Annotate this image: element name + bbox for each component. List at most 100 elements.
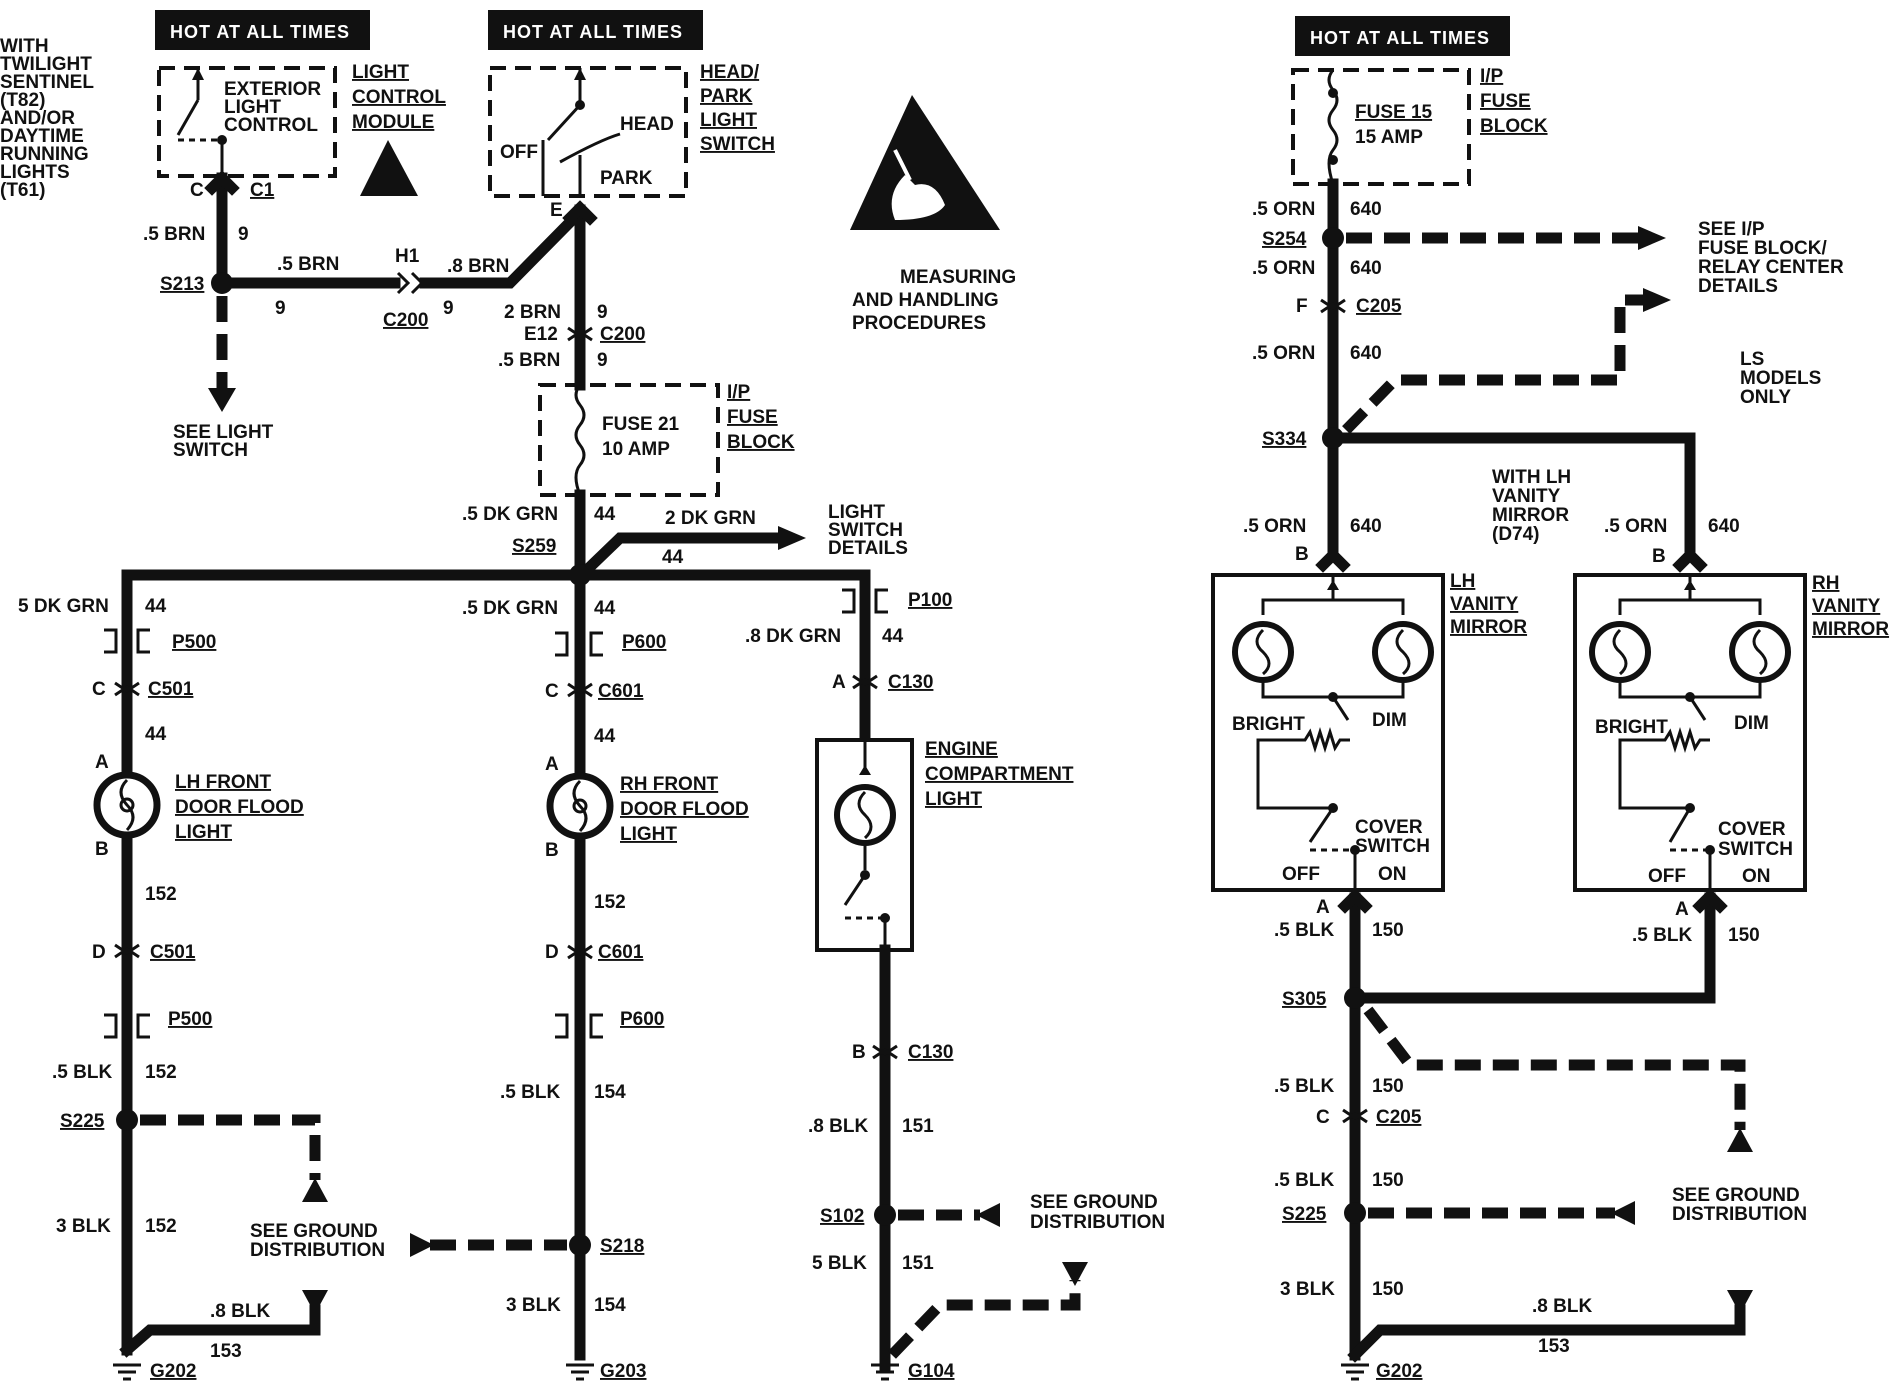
svg-text:SWITCH: SWITCH	[173, 440, 248, 461]
svg-text:E: E	[550, 200, 563, 221]
svg-text:9: 9	[443, 298, 454, 319]
svg-text:S334: S334	[1262, 429, 1307, 450]
svg-text:3 BLK: 3 BLK	[506, 1295, 561, 1316]
svg-text:LH: LH	[1450, 571, 1475, 592]
svg-text:FUSE 15: FUSE 15	[1355, 102, 1433, 123]
svg-text:153: 153	[1538, 1336, 1570, 1357]
head-park-light-switch: HEAD OFF PARK	[488, 66, 688, 198]
svg-text:I/P: I/P	[1480, 66, 1504, 87]
svg-text:.5 DK GRN: .5 DK GRN	[462, 598, 558, 619]
svg-text:FUSE: FUSE	[727, 407, 778, 428]
svg-text:ONLY: ONLY	[1740, 387, 1791, 408]
svg-text:(D74): (D74)	[1492, 524, 1540, 545]
wire-153-right	[1347, 1304, 1746, 1363]
svg-text:.5 ORN: .5 ORN	[1604, 516, 1667, 537]
svg-text:G203: G203	[600, 1361, 646, 1382]
svg-text:10 AMP: 10 AMP	[602, 439, 670, 460]
svg-text:C601: C601	[598, 681, 644, 702]
svg-text:44: 44	[594, 726, 616, 747]
svg-text:AND/OR: AND/OR	[0, 108, 75, 129]
head-park-switch-label: HEAD/ PARK LIGHT SWITCH	[700, 62, 775, 155]
svg-text:152: 152	[145, 884, 177, 905]
svg-text:RH FRONT: RH FRONT	[620, 774, 719, 795]
svg-text:152: 152	[594, 892, 626, 913]
svg-text:.5 DK GRN: .5 DK GRN	[462, 504, 558, 525]
svg-text:.5 BLK: .5 BLK	[52, 1062, 112, 1083]
svg-text:.5 BLK: .5 BLK	[1274, 920, 1334, 941]
svg-text:D: D	[92, 942, 106, 963]
svg-text:C130: C130	[908, 1042, 953, 1063]
svg-text:LIGHT: LIGHT	[828, 502, 885, 523]
svg-text:WITH: WITH	[0, 36, 49, 57]
svg-text:LH FRONT: LH FRONT	[175, 772, 271, 793]
svg-text:C130: C130	[888, 672, 933, 693]
svg-text:.5 BLK: .5 BLK	[500, 1082, 560, 1103]
svg-text:DOOR FLOOD: DOOR FLOOD	[175, 797, 304, 818]
svg-text:ENGINE: ENGINE	[925, 739, 998, 760]
ip-fuse-block-label-b: I/P FUSE BLOCK	[1480, 66, 1548, 137]
g104-ground-branch	[888, 1280, 1081, 1359]
svg-text:G104: G104	[908, 1361, 955, 1382]
svg-text:EXTERIOR: EXTERIOR	[224, 79, 321, 100]
svg-text:151: 151	[902, 1253, 934, 1274]
svg-text:S254: S254	[1262, 229, 1307, 250]
hot-at-all-times-label: HOT AT ALL TIMES	[155, 10, 370, 50]
svg-text:640: 640	[1350, 343, 1382, 364]
svg-text:E12: E12	[524, 324, 558, 345]
svg-text:(T61): (T61)	[0, 180, 45, 201]
svg-text:44: 44	[594, 504, 616, 525]
svg-text:AND HANDLING: AND HANDLING	[852, 290, 999, 311]
wire-150-rh	[1362, 892, 1716, 1004]
svg-text:LIGHT: LIGHT	[175, 822, 232, 843]
svg-text:153: 153	[210, 1341, 242, 1362]
svg-text:LIGHT: LIGHT	[224, 97, 281, 118]
svg-text:150: 150	[1728, 925, 1760, 946]
svg-text:COVER: COVER	[1718, 819, 1786, 840]
rh-vanity-mirror	[1573, 573, 1807, 892]
svg-text:CONTROL: CONTROL	[224, 115, 318, 136]
svg-text:BLOCK: BLOCK	[1480, 116, 1548, 137]
svg-text:S218: S218	[600, 1236, 644, 1257]
svg-text:.5 BLK: .5 BLK	[1632, 925, 1692, 946]
svg-text:B: B	[1295, 544, 1309, 565]
svg-text:C: C	[1316, 1107, 1330, 1128]
fuse-21: FUSE 21 10 AMP	[538, 383, 720, 497]
engine-compartment-light-label: ENGINE COMPARTMENT LIGHT	[925, 739, 1074, 810]
splice-s254	[1322, 227, 1344, 249]
see-ip-fuse-block-label: SEE I/P FUSE BLOCK/ RELAY CENTER DETAILS	[1698, 219, 1844, 297]
svg-text:.5 ORN: .5 ORN	[1243, 516, 1306, 537]
svg-text:SEE LIGHT: SEE LIGHT	[173, 422, 274, 443]
splice-s102	[874, 1204, 896, 1226]
svg-text:S225: S225	[60, 1111, 105, 1132]
svg-text:154: 154	[594, 1295, 626, 1316]
svg-text:LS: LS	[1740, 349, 1764, 370]
svg-text:.8 BRN: .8 BRN	[447, 256, 509, 277]
svg-text:B: B	[545, 840, 559, 861]
svg-text:I/P: I/P	[727, 382, 751, 403]
svg-text:C200: C200	[383, 310, 428, 331]
svg-text:BRIGHT: BRIGHT	[1232, 714, 1305, 735]
svg-text:.5 BLK: .5 BLK	[1274, 1076, 1334, 1097]
light-switch-details-label: LIGHT SWITCH DETAILS	[828, 502, 908, 559]
svg-text:B: B	[852, 1042, 866, 1063]
svg-text:P500: P500	[172, 632, 216, 653]
svg-text:640: 640	[1708, 516, 1740, 537]
svg-text:C200: C200	[600, 324, 645, 345]
svg-text:LIGHT: LIGHT	[620, 824, 677, 845]
svg-text:ON: ON	[1742, 866, 1771, 887]
svg-text:640: 640	[1350, 258, 1382, 279]
svg-text:150: 150	[1372, 920, 1404, 941]
svg-text:9: 9	[238, 224, 249, 245]
svg-text:MEASURING: MEASURING	[900, 267, 1016, 288]
svg-text:ON: ON	[1378, 864, 1407, 885]
lh-vanity-mirror-label: LH VANITY MIRROR	[1450, 571, 1527, 638]
svg-text:150: 150	[1372, 1279, 1404, 1300]
lh-vanity-mirror	[1211, 573, 1445, 892]
svg-text:152: 152	[145, 1216, 177, 1237]
svg-text:C205: C205	[1356, 296, 1402, 317]
svg-text:640: 640	[1350, 199, 1382, 220]
svg-text:MIRROR: MIRROR	[1492, 505, 1569, 526]
svg-text:LIGHT: LIGHT	[925, 789, 982, 810]
svg-text:DIM: DIM	[1372, 710, 1407, 731]
